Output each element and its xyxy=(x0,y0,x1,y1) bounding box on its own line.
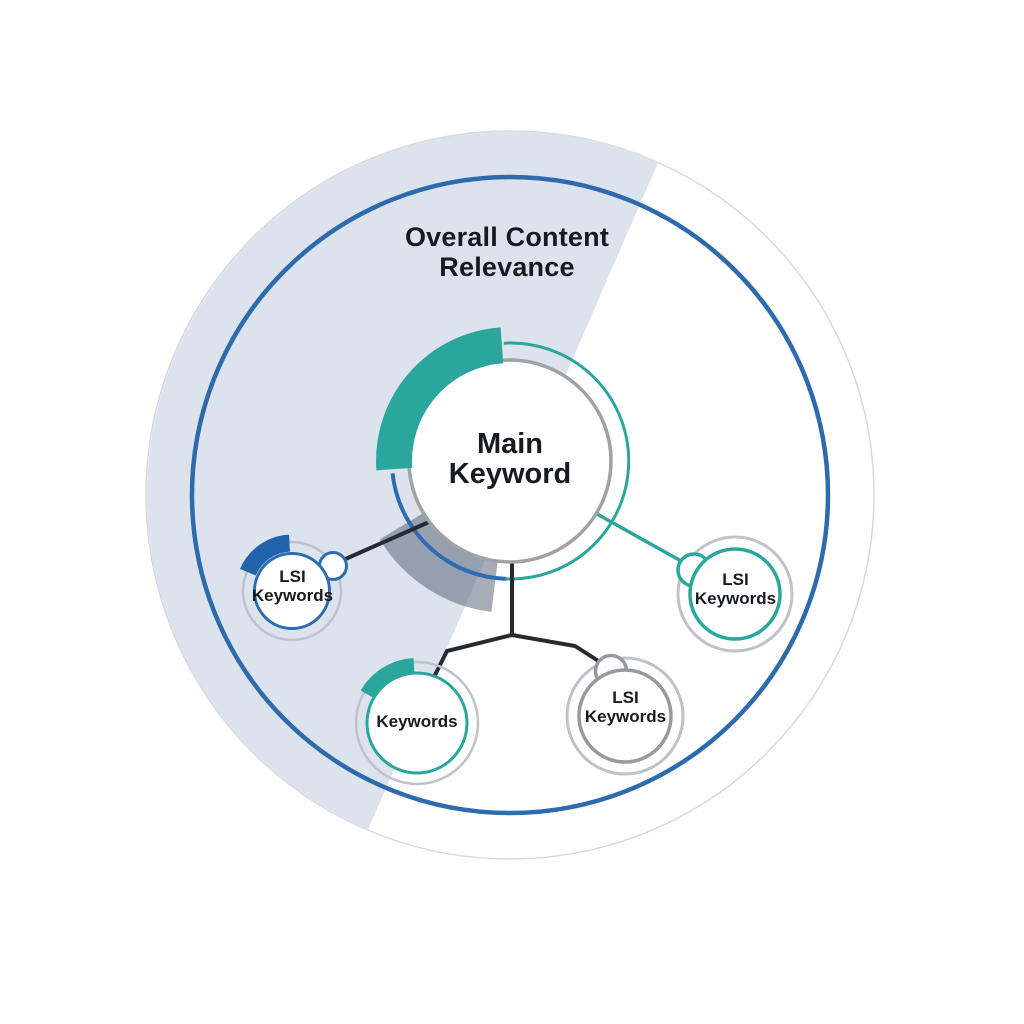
node-lsi-bottom xyxy=(565,653,685,776)
node-lsi-right xyxy=(676,535,794,653)
hub-teal-arc xyxy=(503,341,631,581)
connector-hub-to-lsi-right xyxy=(596,512,691,568)
connector-stem-to-lsi-bottom xyxy=(511,633,602,664)
node-label-keywords-bottom: Keywords xyxy=(376,712,458,731)
node-lsi-left-blue-band xyxy=(239,534,291,576)
node-keywords-circle xyxy=(365,671,469,775)
node-label-lsi-bottom: LSI Keywords xyxy=(584,688,667,726)
hub-blue-arc xyxy=(390,473,506,581)
node-lsi-bottom-circle xyxy=(577,668,673,764)
blue-ring xyxy=(189,174,831,816)
node-keywords-teal-band xyxy=(360,658,415,699)
relevance-wedge xyxy=(146,131,659,831)
node-lsi-left xyxy=(239,534,348,642)
node-lsi-bottom-outer-ring xyxy=(565,656,685,776)
node-lsi-right-outer-ring xyxy=(676,535,794,653)
hub-thick-teal-band xyxy=(376,327,504,471)
node-lsi-left-circle xyxy=(253,552,331,630)
hub-shadow-arc xyxy=(379,511,499,612)
node-label-lsi-left: LSI Keywords xyxy=(251,567,334,605)
node-keywords-outer-ring xyxy=(354,660,480,786)
node-lsi-left-outer-ring xyxy=(241,540,343,642)
node-label-lsi-right: LSI Keywords xyxy=(694,570,777,608)
hub-label: Main Keyword xyxy=(448,428,572,490)
node-lsi-right-circle xyxy=(688,547,782,641)
node-keywords-bottom xyxy=(354,658,480,786)
connector-hub-to-lsi-left xyxy=(340,520,430,563)
diagram-title: Overall Content Relevance xyxy=(404,222,610,282)
connector-stem-to-keywords xyxy=(432,633,513,678)
